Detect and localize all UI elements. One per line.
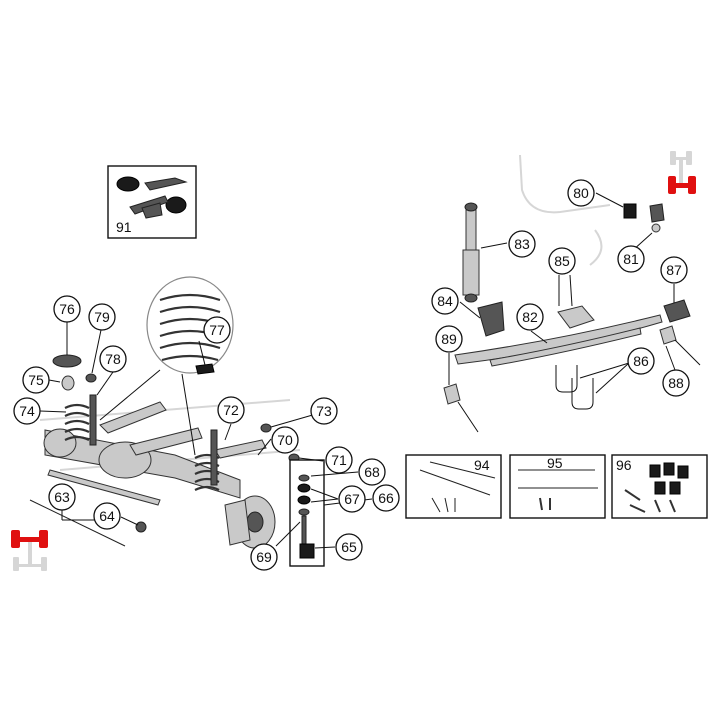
callout-63-label: 63: [54, 489, 70, 505]
kit-95-label: 95: [547, 455, 563, 471]
callout-74[interactable]: 74: [13, 397, 41, 425]
coil-spring-detail: [99, 276, 234, 456]
callout-84[interactable]: 84: [431, 287, 459, 315]
rear-suspension-assembly: [443, 154, 701, 433]
callout-87[interactable]: 87: [660, 256, 688, 284]
rear-axle-indicator-icon[interactable]: [668, 151, 696, 194]
callout-74-label: 74: [19, 403, 35, 419]
stabilizer-link-parts: [297, 474, 315, 559]
callout-84-label: 84: [437, 293, 453, 309]
callout-78[interactable]: 78: [99, 345, 127, 373]
callout-85-label: 85: [554, 253, 570, 269]
callout-81-label: 81: [623, 251, 639, 267]
callout-85[interactable]: 85: [548, 247, 576, 275]
callout-70[interactable]: 70: [271, 426, 299, 454]
callout-67[interactable]: 67: [338, 485, 366, 513]
callout-73[interactable]: 73: [310, 397, 338, 425]
callout-72-label: 72: [223, 402, 239, 418]
callout-72[interactable]: 72: [217, 396, 245, 424]
callout-81[interactable]: 81: [617, 245, 645, 273]
callout-75[interactable]: 75: [22, 366, 50, 394]
callout-65-label: 65: [341, 539, 357, 555]
callout-67-label: 67: [344, 491, 360, 507]
callout-89-label: 89: [441, 331, 457, 347]
callout-73-label: 73: [316, 403, 332, 419]
callout-87-label: 87: [666, 262, 682, 278]
callout-83[interactable]: 83: [508, 230, 536, 258]
kit-box-94[interactable]: 94: [405, 454, 502, 519]
leader-lines: [39, 192, 676, 549]
callout-71[interactable]: 71: [325, 446, 353, 474]
callout-86-label: 86: [633, 353, 649, 369]
callout-79-label: 79: [94, 309, 110, 325]
callout-69[interactable]: 69: [250, 543, 278, 571]
kit-96-label: 96: [616, 457, 632, 473]
callout-83-label: 83: [514, 236, 530, 252]
callout-79[interactable]: 79: [88, 303, 116, 331]
callout-86[interactable]: 86: [627, 347, 655, 375]
callout-82[interactable]: 82: [516, 303, 544, 331]
callout-77[interactable]: 77: [203, 316, 231, 344]
kit-94-label: 94: [474, 457, 490, 473]
callout-88[interactable]: 88: [662, 369, 690, 397]
callout-66-label: 66: [378, 490, 394, 506]
callout-70-label: 70: [277, 432, 293, 448]
kit-box-95[interactable]: 95: [509, 454, 606, 519]
callout-76-label: 76: [59, 301, 75, 317]
callout-66[interactable]: 66: [372, 484, 400, 512]
callout-80-label: 80: [573, 185, 589, 201]
kit-91-label: 91: [116, 219, 132, 235]
callout-68-label: 68: [364, 464, 380, 480]
callout-76[interactable]: 76: [53, 295, 81, 323]
callout-82-label: 82: [522, 309, 538, 325]
kit-box-91[interactable]: 91: [107, 165, 197, 239]
callout-63[interactable]: 63: [48, 483, 76, 511]
callout-65[interactable]: 65: [335, 533, 363, 561]
callout-75-label: 75: [28, 372, 44, 388]
callout-80[interactable]: 80: [567, 179, 595, 207]
callout-64[interactable]: 64: [93, 502, 121, 530]
lift-block-part: [116, 176, 188, 219]
callout-64-label: 64: [99, 508, 115, 524]
callout-78-label: 78: [105, 351, 121, 367]
callout-88-label: 88: [668, 375, 684, 391]
callout-89[interactable]: 89: [435, 325, 463, 353]
callout-71-label: 71: [331, 452, 347, 468]
callout-77-label: 77: [209, 322, 225, 338]
callout-68[interactable]: 68: [358, 458, 386, 486]
kit-box-96[interactable]: 96: [611, 454, 708, 519]
front-axle-indicator-icon[interactable]: [11, 530, 48, 571]
front-suspension-assembly: [29, 354, 301, 549]
callout-69-label: 69: [256, 549, 272, 565]
